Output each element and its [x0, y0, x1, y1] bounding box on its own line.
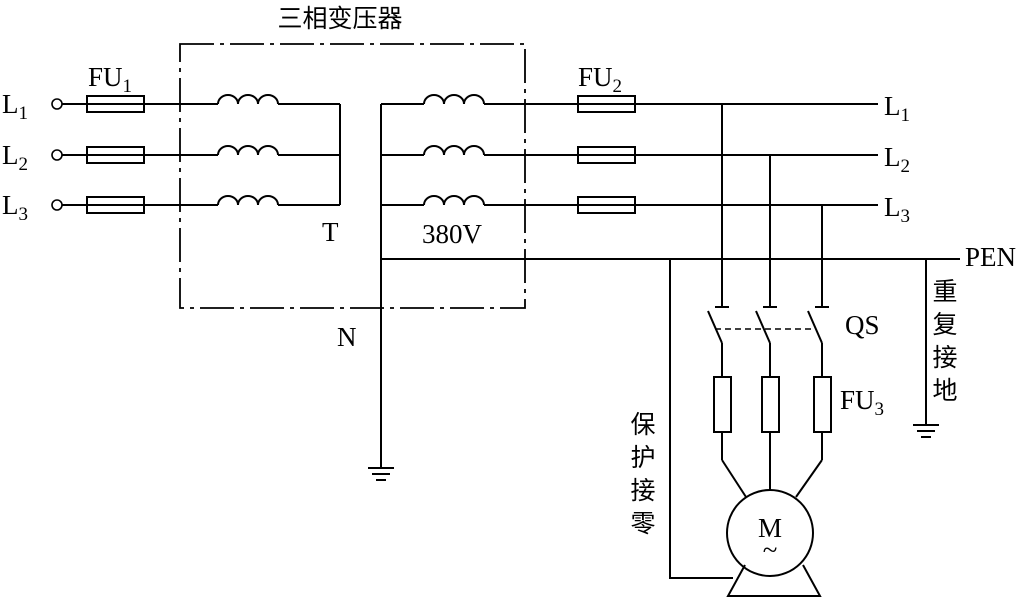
motor-ac-symbol: ~ [763, 535, 778, 565]
fuse3-label: FU3 [840, 385, 884, 420]
fuse3-l2 [761, 376, 780, 433]
repeat-ground-label: 重 复 接 地 [932, 277, 957, 405]
repeat-ground-icon [913, 424, 939, 438]
secondary-coil-3 [423, 195, 485, 206]
svg-text:重: 重 [932, 277, 957, 306]
svg-text:复: 复 [932, 310, 957, 339]
secondary-coil-1 [423, 94, 485, 105]
svg-text:保: 保 [630, 410, 655, 439]
primary-coil-3 [217, 195, 279, 206]
fuse2-l1 [577, 95, 636, 113]
output-label-l1: L1 [884, 91, 910, 126]
motor [726, 489, 814, 577]
fuse1-l1 [86, 95, 145, 113]
input-terminal-l1 [51, 98, 63, 110]
pen-label: PEN [965, 242, 1016, 272]
fuse2-l3 [577, 196, 636, 214]
primary-coil-1 [217, 94, 279, 105]
svg-text:护: 护 [630, 443, 655, 472]
protective-neutral-label: 保 护 接 零 [630, 410, 655, 538]
motor-label: M [758, 513, 782, 543]
input-label-l3: L3 [2, 190, 28, 225]
svg-text:接: 接 [932, 343, 957, 372]
fuse3-l1 [713, 376, 732, 433]
switch-qs [707, 306, 829, 344]
input-terminal-l2 [51, 149, 63, 161]
primary-coil-2 [217, 145, 279, 156]
fuse2-label: FU2 [578, 62, 622, 97]
transformer-label: T [322, 217, 339, 247]
output-label-l2: L2 [884, 142, 910, 177]
input-label-l2: L2 [2, 140, 28, 175]
input-terminal-l3 [51, 199, 63, 211]
svg-text:零: 零 [630, 509, 655, 538]
input-label-l1: L1 [2, 89, 28, 124]
output-label-l3: L3 [884, 192, 910, 227]
fuse2-l2 [577, 146, 636, 164]
svg-text:地: 地 [932, 376, 957, 405]
neutral-label: N [337, 322, 357, 352]
svg-text:接: 接 [630, 476, 655, 505]
transformer-title: 三相变压器 [277, 4, 402, 33]
motor-base [726, 564, 822, 597]
fuse1-l2 [86, 146, 145, 164]
neutral-ground-icon [368, 467, 394, 481]
fuse3-l3 [813, 376, 832, 433]
voltage-label: 380V [422, 219, 483, 249]
transformer-enclosure [179, 43, 526, 309]
secondary-coil-2 [423, 145, 485, 156]
protective-neutral-wire [669, 259, 733, 579]
fuse1-label: FU1 [88, 62, 132, 97]
switch-label: QS [845, 310, 880, 340]
fuse1-l3 [86, 196, 145, 214]
